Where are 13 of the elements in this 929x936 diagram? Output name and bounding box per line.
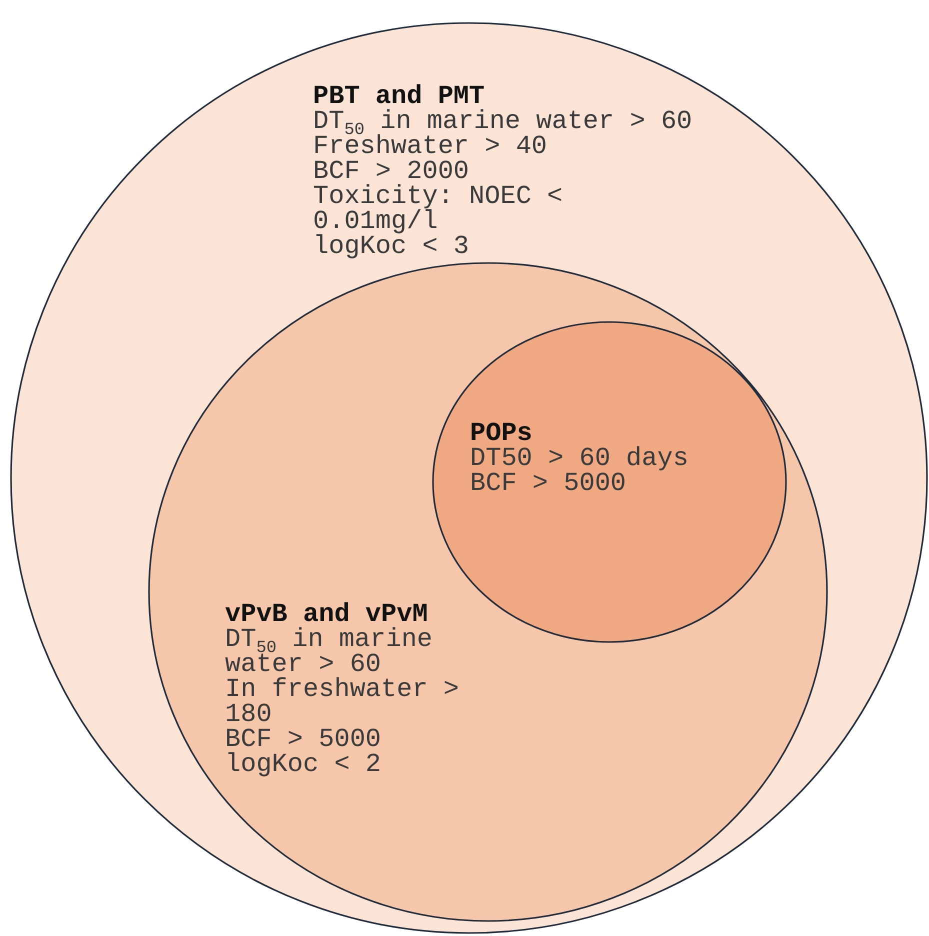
criterion-text: Freshwater > 40 bbox=[313, 134, 548, 159]
criterion-text: BCF > 5000 bbox=[470, 471, 628, 496]
criterion-text: DT$_{50}$ in marine water > 60 bbox=[225, 627, 434, 677]
criterion-text: logKoc < 2 bbox=[225, 752, 382, 777]
criterion-text: BCF > 2000 bbox=[313, 159, 470, 184]
criterion-text: In freshwater > 180 bbox=[225, 677, 460, 727]
set-heading: vPvB and vPvM bbox=[225, 602, 428, 627]
set-heading: PBT and PMT bbox=[313, 84, 485, 109]
criterion-text: BCF > 5000 bbox=[225, 727, 382, 752]
criterion-text: logKoc < 3 bbox=[313, 234, 470, 259]
criterion-text: DT50 > 60 days bbox=[470, 446, 690, 471]
criterion-text: DT$_{50}$ in marine water > 60 bbox=[313, 109, 694, 134]
set-heading: POPs bbox=[470, 421, 534, 446]
